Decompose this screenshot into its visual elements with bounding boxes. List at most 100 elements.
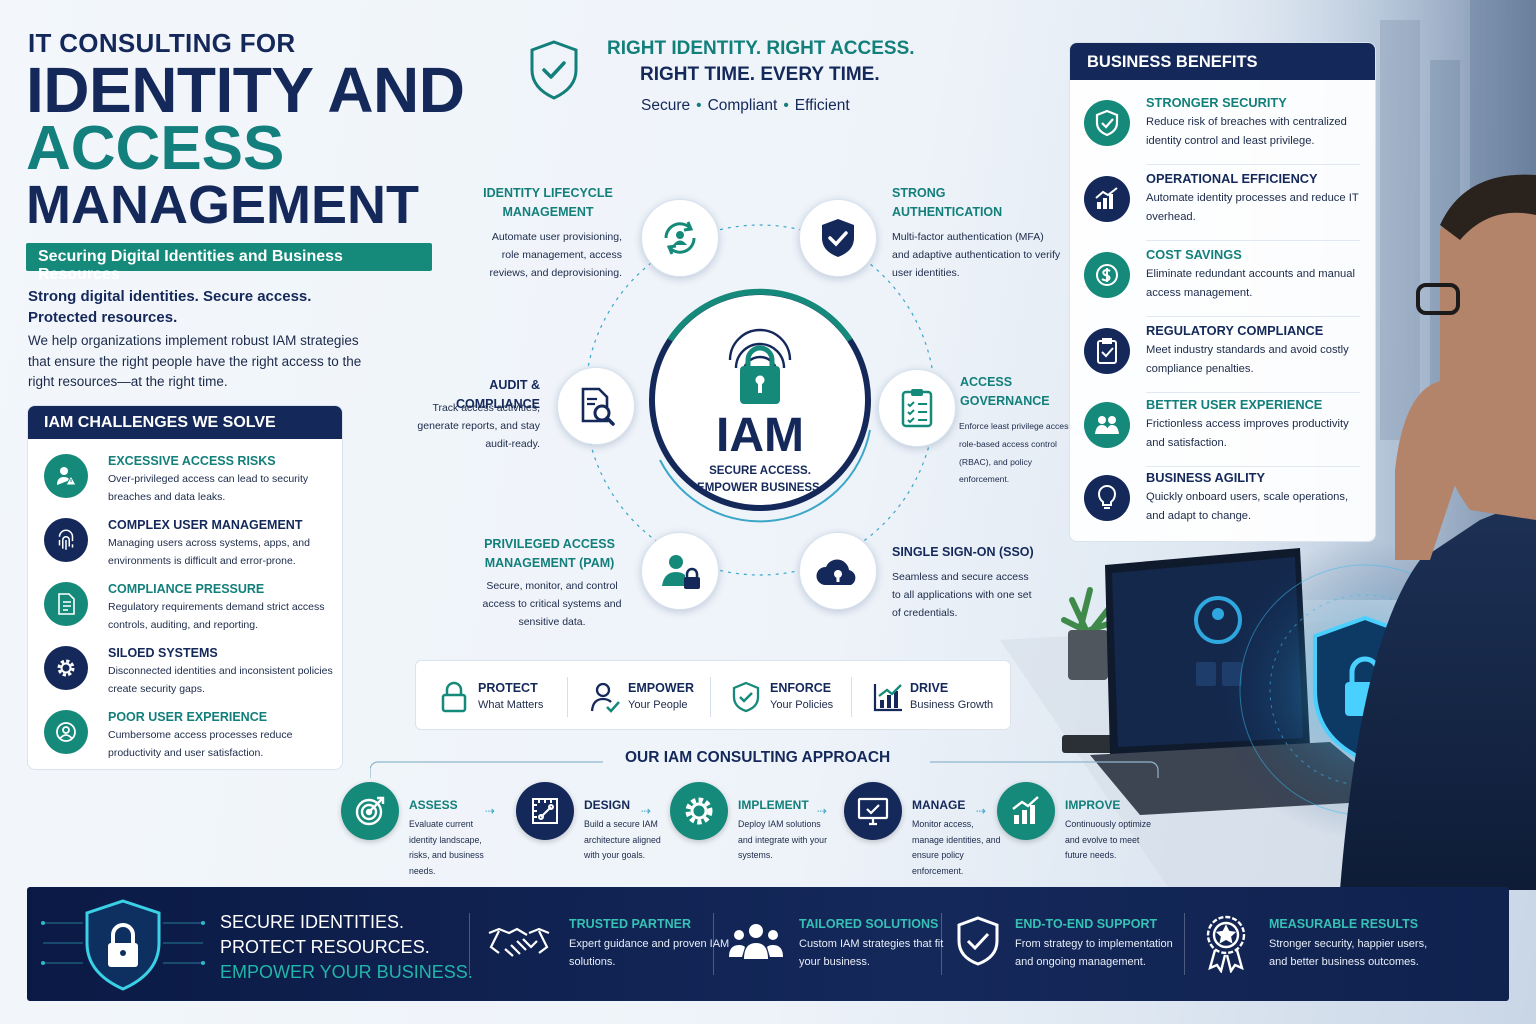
node-title: ACCESS GOVERNANCE: [960, 375, 1050, 408]
motto-values: Secure•Compliant•Efficient: [641, 97, 850, 115]
benefit-title: REGULATORY COMPLIANCE: [1146, 323, 1324, 338]
approach-title: OUR IAM CONSULTING APPROACH: [625, 749, 891, 766]
challenge-desc: Managing users across systems, apps, and…: [108, 537, 310, 567]
node-desc: Seamless and secure access to all applic…: [892, 571, 1032, 619]
footer-col-tailored-solutions: TAILORED SOLUTIONS Custom IAM strategies…: [717, 913, 947, 975]
benefit-desc: Eliminate redundant accounts and manual …: [1146, 268, 1355, 299]
cloud-lock-icon: [816, 559, 856, 585]
node-title: AUDIT & COMPLIANCE: [455, 378, 540, 411]
footer-col-trusted-partner: TRUSTED PARTNER Expert guidance and prov…: [487, 913, 729, 975]
step-desc: Monitor access, manage identities, and e…: [912, 819, 1001, 876]
node-audit-compliance[interactable]: [557, 367, 635, 445]
arrow-right-icon: ⇢: [817, 804, 828, 818]
node-access-governance[interactable]: [878, 369, 956, 447]
footer-lead-line3: EMPOWER YOUR BUSINESS.: [220, 962, 473, 982]
node-title: IDENTITY LIFECYCLE MANAGEMENT: [483, 186, 613, 219]
footer-col-title: TRUSTED PARTNER: [569, 917, 691, 931]
user-alert-icon: [44, 454, 88, 498]
footer-col-end-to-end-support: END-TO-END SUPPORT From strategy to impl…: [933, 913, 1183, 975]
divider: [851, 677, 852, 717]
node-title: STRONG AUTHENTICATION: [892, 186, 1003, 219]
document-search-icon: [581, 387, 615, 426]
challenge-item: SILOED SYSTEMS Disconnected identities a…: [44, 646, 340, 706]
pillar-drive: DRIVE Business Growth: [872, 677, 1007, 717]
hero-title-line2: ACCESS: [26, 114, 285, 183]
challenge-item: COMPLIANCE PRESSURE Regulatory requireme…: [44, 582, 340, 642]
divider: [567, 677, 568, 717]
node-title: SINGLE SIGN-ON (SSO): [892, 545, 1034, 559]
pillar-sub: Your People: [628, 699, 688, 711]
footer-col-desc: Custom IAM strategies that fit your busi…: [799, 938, 944, 968]
motto-line1: RIGHT IDENTITY. RIGHT ACCESS.: [607, 38, 915, 59]
challenge-desc: Regulatory requirements demand strict ac…: [108, 601, 325, 631]
pillar-title: PROTECT: [478, 681, 538, 695]
challenges-panel: IAM CHALLENGES WE SOLVE EXCESSIVE ACCESS…: [27, 405, 343, 770]
benefit-title: BUSINESS AGILITY: [1146, 470, 1265, 485]
benefit-desc: Quickly onboard users, scale operations,…: [1146, 491, 1349, 522]
user-check-icon: [590, 682, 620, 713]
benefit-title: STRONGER SECURITY: [1146, 95, 1287, 110]
motto-separator: •: [783, 97, 789, 114]
challenge-desc: Disconnected identities and inconsistent…: [108, 665, 333, 695]
shield-check-icon: [732, 681, 760, 713]
growth-chart-icon: [873, 684, 902, 712]
footer-col-title: TAILORED SOLUTIONS: [799, 917, 939, 931]
step-desc: Continuously optimize and evolve to meet…: [1065, 819, 1152, 860]
step-desc: Deploy IAM solutions and integrate with …: [738, 819, 827, 860]
iam-core-title: IAM: [716, 409, 804, 462]
benefit-desc: Automate identity processes and reduce I…: [1146, 192, 1359, 223]
step-improve: IMPROVE Continuously optimize and evolve…: [997, 780, 1167, 870]
gear-icon: [44, 646, 88, 690]
approach-bracket: [370, 761, 1159, 778]
shield-check-icon: [1084, 100, 1130, 146]
node-desc: Enforce least privilege access, role-bas…: [959, 421, 1076, 485]
benefit-desc: Frictionless access improves productivit…: [1146, 418, 1349, 449]
divider: [713, 913, 714, 975]
motto-separator: •: [696, 97, 702, 114]
user-face-icon: [44, 710, 88, 754]
shield-lock-icon: [41, 899, 205, 991]
challenge-desc: Over-privileged access can lead to secur…: [108, 473, 309, 503]
hero-title-line1: IDENTITY AND: [26, 54, 465, 126]
challenge-title: COMPLEX USER MANAGEMENT: [108, 518, 303, 532]
shield-check-icon: [822, 219, 854, 257]
user-lock-icon: [662, 555, 700, 589]
footer-banner: SECURE IDENTITIES. PROTECT RESOURCES. EM…: [27, 887, 1509, 1001]
hero-badge: Securing Digital Identities and Business…: [26, 243, 432, 283]
fingerprint-icon: [44, 518, 88, 562]
node-single-sign-on[interactable]: [799, 532, 877, 610]
node-title: PRIVILEGED ACCESS MANAGEMENT (PAM): [484, 537, 615, 570]
background-scene: [1000, 0, 1536, 890]
pillar-sub: What Matters: [478, 699, 544, 711]
arrow-right-icon: ⇢: [485, 804, 496, 818]
node-desc: Automate user provisioning, role managem…: [489, 231, 623, 279]
handshake-icon: [488, 927, 550, 957]
pillar-enforce: ENFORCE Your Policies: [732, 677, 862, 717]
team-icon: [729, 924, 783, 959]
node-privileged-access[interactable]: [641, 532, 719, 610]
target-icon: [341, 782, 399, 840]
pillar-protect: PROTECT What Matters: [440, 677, 570, 717]
challenge-title: EXCESSIVE ACCESS RISKS: [108, 454, 276, 468]
hero-description: We help organizations implement robust I…: [28, 333, 362, 389]
lightbulb-icon: [1084, 475, 1130, 521]
motto-value: Compliant: [707, 97, 778, 114]
step-design: DESIGN Build a secure IAM architecture a…: [516, 780, 686, 870]
step-title: MANAGE: [912, 798, 966, 812]
step-desc: Build a secure IAM architecture aligned …: [584, 819, 661, 860]
divider: [1146, 392, 1360, 393]
users-icon: [1084, 402, 1130, 448]
benefit-item: STRONGER SECURITY Reduce risk of breache…: [1084, 95, 1370, 165]
benefit-title: BETTER USER EXPERIENCE: [1146, 397, 1323, 412]
arrow-right-icon: ⇢: [641, 804, 652, 818]
footer-col-measurable-results: MEASURABLE RESULTS Stronger security, ha…: [1187, 913, 1447, 975]
pillar-empower: EMPOWER Your People: [590, 677, 720, 717]
divider: [1146, 316, 1360, 317]
monitor-check-icon: [844, 782, 902, 840]
node-strong-authentication[interactable]: [799, 199, 877, 277]
challenge-item: EXCESSIVE ACCESS RISKS Over-privileged a…: [44, 454, 340, 514]
benefit-item: COST SAVINGS Eliminate redundant account…: [1084, 247, 1370, 317]
node-identity-lifecycle[interactable]: [641, 199, 719, 277]
pillar-sub: Your Policies: [770, 699, 834, 711]
challenge-title: COMPLIANCE PRESSURE: [108, 582, 265, 596]
